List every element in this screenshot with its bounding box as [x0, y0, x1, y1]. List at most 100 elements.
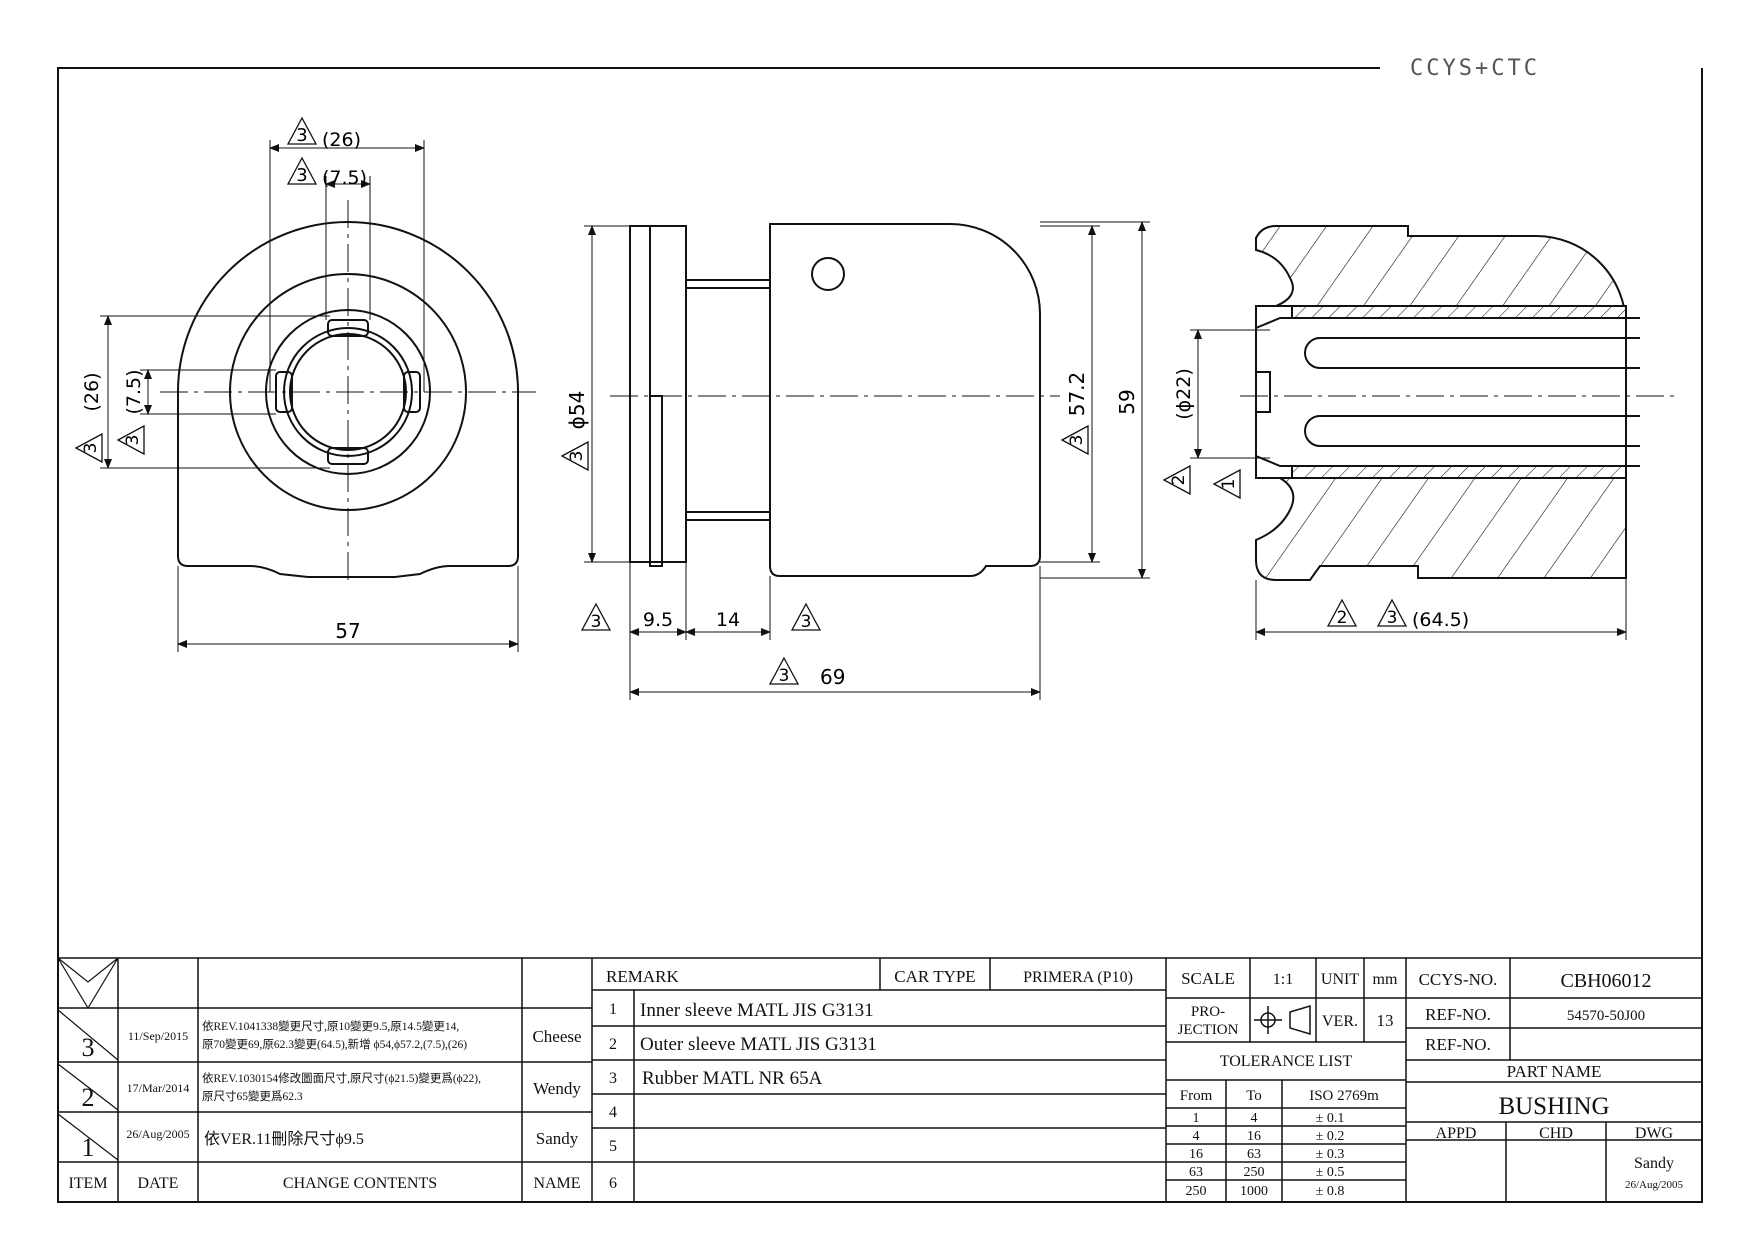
rev-item: 1 — [82, 1133, 95, 1162]
unit-label: UNIT — [1321, 971, 1359, 988]
tol-value: ± 0.3 — [1316, 1147, 1345, 1162]
dwg-label: DWG — [1635, 1125, 1674, 1142]
title-block-grid — [57, 957, 1702, 1202]
rev-contents-line1: 依REV.1030154修改圖面尺寸,原尺寸(ϕ21.5)變更爲(ϕ22), — [202, 1071, 481, 1085]
rev3-mark-label: 3 — [296, 165, 307, 186]
scale-label: SCALE — [1181, 969, 1235, 988]
spec-block: SCALE 1:1 UNIT mm PRO- JECTION VER. 13 T… — [1178, 969, 1398, 1199]
tol-from: 63 — [1189, 1165, 1203, 1180]
remarks-table: REMARK CAR TYPE PRIMERA (P10) 1 Inner sl… — [606, 967, 1133, 1192]
dim-side-dia54: ϕ54 — [565, 391, 589, 430]
remark-text: Rubber MATL NR 65A — [642, 1068, 823, 1089]
dim-front-26-left: (26) — [81, 372, 103, 411]
remark-no: 6 — [609, 1175, 617, 1192]
section-view — [1255, 225, 1640, 581]
ref-no-value: 54570-50J00 — [1567, 1008, 1645, 1024]
dim-front-width: 57 — [335, 619, 360, 643]
rev1-mark-label: 1 — [1219, 479, 1239, 490]
tol-from: 1 — [1193, 1111, 1200, 1126]
tol-to: 1000 — [1240, 1184, 1268, 1199]
page-frame — [57, 67, 1703, 1203]
rev2-mark-label: 2 — [1169, 475, 1189, 486]
chd-label: CHD — [1539, 1125, 1573, 1142]
rev-contents-line1: 依REV.1041338變更尺寸,原10變更9.5,原14.5變更14, — [202, 1019, 459, 1033]
header-item: ITEM — [68, 1175, 107, 1192]
remark-no: 4 — [609, 1104, 617, 1121]
tol-to: 250 — [1244, 1165, 1265, 1180]
remark-no: 5 — [609, 1138, 617, 1155]
part-info-block: CCYS-NO. CBH06012 REF-NO. 54570-50J00 RE… — [1419, 970, 1684, 1191]
car-type-value: PRIMERA (P10) — [1023, 969, 1133, 986]
ver-label: VER. — [1322, 1013, 1358, 1030]
tol-from: 16 — [1189, 1147, 1203, 1162]
remark-no: 1 — [609, 1001, 617, 1018]
rev-item: 2 — [82, 1083, 95, 1112]
front-centerlines — [160, 200, 536, 584]
drawn-by: Sandy — [1634, 1155, 1674, 1172]
appd-label: APPD — [1436, 1125, 1477, 1142]
tolerance-title: TOLERANCE LIST — [1220, 1053, 1353, 1070]
rev-name: Sandy — [536, 1129, 579, 1148]
unit-value: mm — [1373, 971, 1398, 988]
remark-no: 2 — [609, 1036, 617, 1053]
rev3-mark-label: 3 — [1387, 608, 1398, 628]
side-dimensions — [584, 221, 1150, 700]
scale-value: 1:1 — [1273, 971, 1293, 988]
ccys-no-value: CBH06012 — [1560, 970, 1651, 992]
dim-section-length: (64.5) — [1412, 609, 1469, 631]
remark-text: Inner sleeve MATL JIS G3131 — [640, 1000, 874, 1021]
header-name: NAME — [533, 1175, 580, 1192]
dim-side-14: 14 — [716, 609, 740, 631]
dim-side-9-5: 9.5 — [643, 609, 673, 631]
tol-header-std: ISO 2769m — [1309, 1088, 1379, 1104]
dim-front-26-top: (26) — [322, 129, 361, 151]
company-logo: CCYS+CTC — [1410, 56, 1540, 81]
ccys-no-label: CCYS-NO. — [1419, 970, 1498, 989]
projection-label: PRO- — [1191, 1004, 1225, 1020]
revision-table: 3 11/Sep/2015 依REV.1041338變更尺寸,原10變更9.5,… — [68, 1019, 581, 1192]
side-view — [629, 223, 1041, 577]
rev2-mark-label: 2 — [1337, 608, 1348, 628]
rev-contents-line2: 原尺寸65變更爲62.3 — [202, 1089, 303, 1103]
tol-from: 250 — [1186, 1184, 1207, 1199]
ref-no-label: REF-NO. — [1425, 1005, 1491, 1024]
tol-header-from: From — [1180, 1088, 1213, 1104]
dim-side-length-69: 69 — [820, 665, 845, 689]
rev-date: 17/Mar/2014 — [127, 1081, 190, 1095]
tol-value: ± 0.2 — [1316, 1129, 1345, 1144]
rev3-mark-label: 3 — [123, 435, 143, 446]
front-dimensions — [100, 140, 519, 652]
rev3-mark-label: 3 — [801, 612, 812, 632]
car-type-label: CAR TYPE — [894, 967, 975, 986]
drawn-date: 26/Aug/2005 — [1625, 1179, 1684, 1191]
rev-contents-line2: 原70變更69,原62.3變更(64.5),新增 ϕ54,ϕ57.2,(7.5)… — [202, 1037, 467, 1051]
tol-to: 16 — [1247, 1129, 1261, 1144]
rev-item: 3 — [82, 1033, 95, 1062]
rev-date: 11/Sep/2015 — [128, 1029, 188, 1043]
tol-header-to: To — [1246, 1088, 1262, 1104]
section-dimensions — [1190, 329, 1627, 640]
rev3-mark-label: 3 — [81, 443, 101, 454]
part-name-label: PART NAME — [1507, 1062, 1602, 1081]
tol-value: ± 0.5 — [1316, 1165, 1345, 1180]
rev-name: Cheese — [532, 1027, 581, 1046]
rev3-mark-label: 3 — [779, 666, 790, 686]
rev3-mark-label: 3 — [1067, 435, 1087, 446]
dim-side-dia57-2: 57.2 — [1065, 372, 1089, 417]
tol-from: 4 — [1193, 1129, 1200, 1144]
ver-value: 13 — [1377, 1011, 1394, 1030]
remark-header: REMARK — [606, 967, 679, 986]
dim-front-7-5-left: (7.5) — [123, 369, 145, 414]
remark-text: Outer sleeve MATL JIS G3131 — [640, 1034, 877, 1055]
rev-name: Wendy — [533, 1079, 581, 1098]
tol-to: 4 — [1251, 1111, 1258, 1126]
tol-to: 63 — [1247, 1147, 1261, 1162]
rev-contents-line1: 依VER.11刪除尺寸ϕ9.5 — [204, 1130, 364, 1148]
rev-date: 26/Aug/2005 — [126, 1127, 189, 1141]
remark-no: 3 — [609, 1070, 617, 1087]
dim-side-height-59: 59 — [1115, 389, 1139, 414]
projection-label: JECTION — [1178, 1022, 1239, 1038]
ref-no-label-2: REF-NO. — [1425, 1035, 1491, 1054]
dim-front-7-5-top: (7.5) — [322, 167, 367, 189]
